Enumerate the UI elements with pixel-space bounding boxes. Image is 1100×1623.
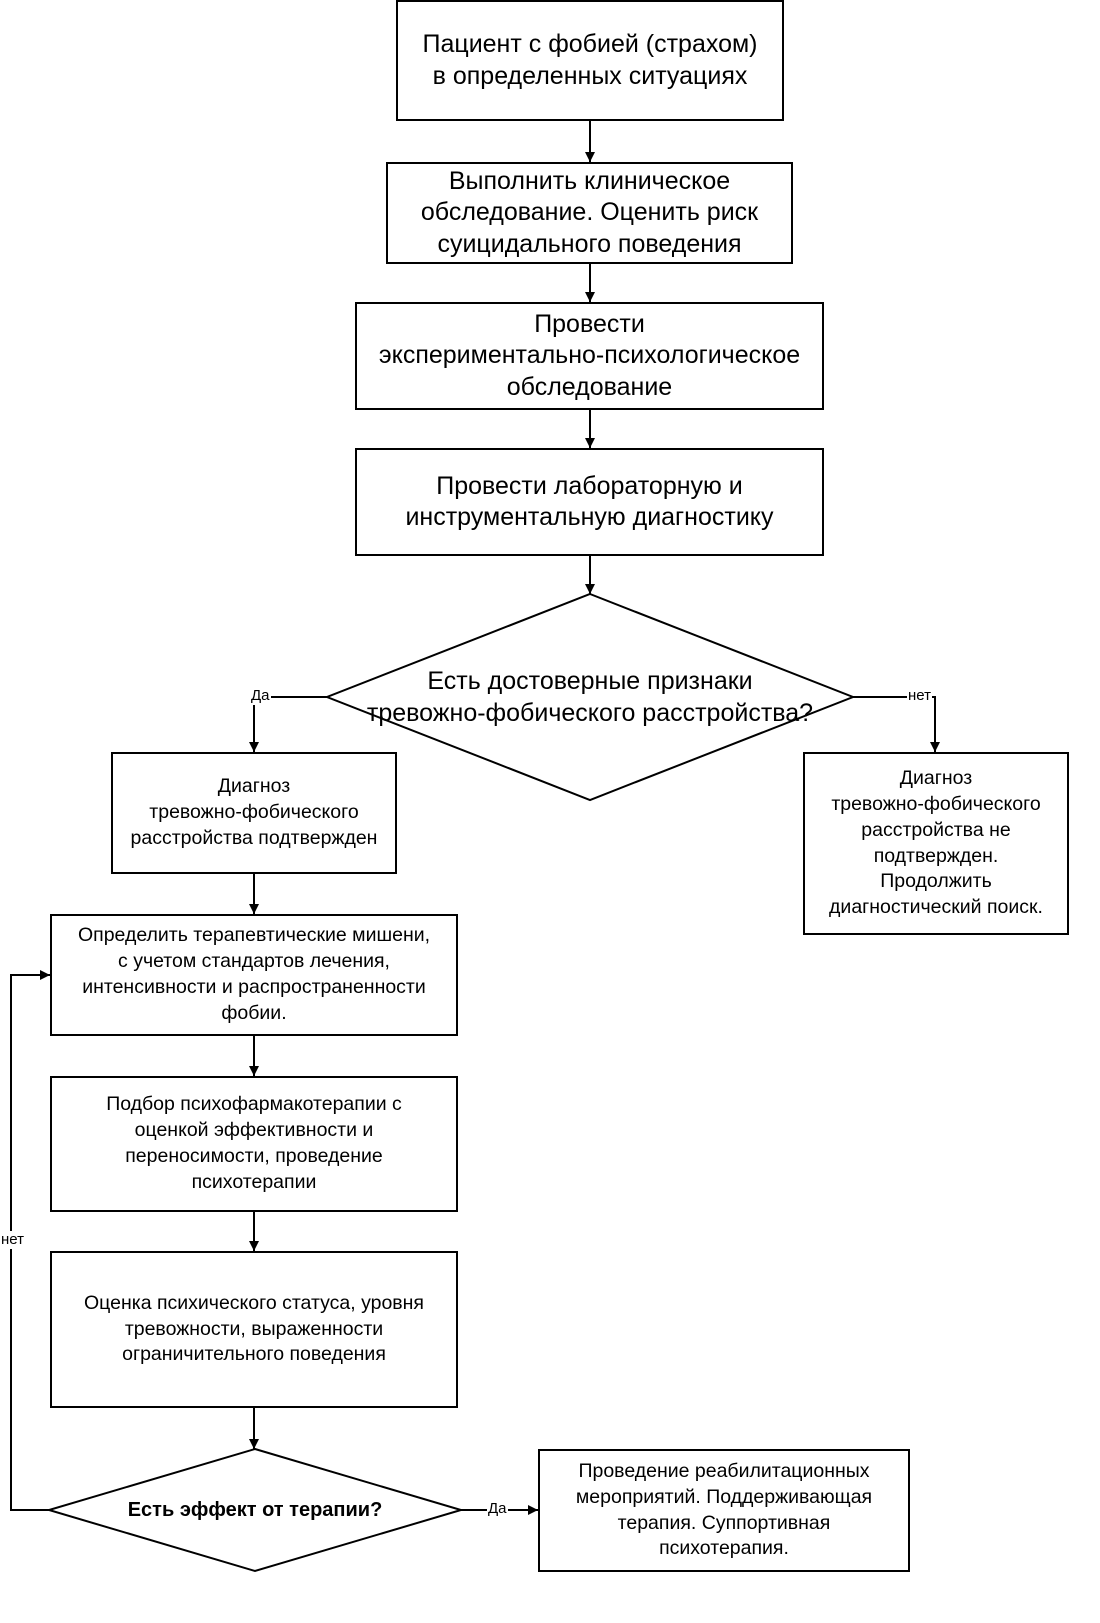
rehabilitation-box: Проведение реабилитационных мероприятий.… xyxy=(538,1449,910,1572)
targets-text: Определить терапевтические мишени, с уче… xyxy=(77,924,431,1024)
arrow-decision-no xyxy=(853,696,940,752)
lab-diagnostics-text: Провести лабораторную и инструментальную… xyxy=(405,471,774,531)
arrow-decision-yes xyxy=(249,696,327,752)
pharmacotherapy-text: Подбор психофармакотерапии с оценкой эфф… xyxy=(106,1093,402,1193)
diagnosis-confirmed-text: Диагноз тревожно-фобического расстройств… xyxy=(130,775,378,849)
edge-label-effect-no: нет xyxy=(0,1231,25,1249)
decision-effect-text: Есть эффект от терапии? xyxy=(127,1499,383,1521)
pharmacotherapy-box: Подбор психофармакотерапии с оценкой эфф… xyxy=(50,1076,458,1212)
lab-diagnostics-box: Провести лабораторную и инструментальную… xyxy=(355,448,824,556)
diagnosis-confirmed-box: Диагноз тревожно-фобического расстройств… xyxy=(111,752,397,874)
clinical-exam-text: Выполнить клиническое обследование. Оцен… xyxy=(420,167,759,258)
status-assessment-text: Оценка психического статуса, уровня трев… xyxy=(84,1291,424,1366)
diagnosis-not-confirmed-box: Диагноз тревожно-фобического расстройств… xyxy=(803,752,1069,935)
decision-signs-text: Есть достоверные признаки тревожно-фобич… xyxy=(366,666,814,728)
start-text: Пациент с фобией (страхом) в определенны… xyxy=(422,30,758,90)
start-box: Пациент с фобией (страхом) в определенны… xyxy=(396,0,784,121)
decision-signs-diamond xyxy=(324,592,856,802)
rehabilitation-text: Проведение реабилитационных мероприятий.… xyxy=(575,1459,873,1560)
psych-exam-box: Провести экспериментально-психологическо… xyxy=(355,302,824,410)
status-assessment-box: Оценка психического статуса, уровня трев… xyxy=(50,1251,458,1408)
clinical-exam-box: Выполнить клиническое обследование. Оцен… xyxy=(386,162,793,264)
psych-exam-text: Провести экспериментально-психологическо… xyxy=(378,310,801,401)
diagnosis-not-confirmed-text: Диагноз тревожно-фобического расстройств… xyxy=(829,766,1043,919)
targets-box: Определить терапевтические мишени, с уче… xyxy=(50,914,458,1036)
edge-label-signs-yes: Да xyxy=(250,687,271,705)
decision-effect-diamond xyxy=(45,1447,465,1573)
edge-label-signs-no: нет xyxy=(907,687,932,705)
edge-label-effect-yes: Да xyxy=(487,1500,508,1518)
